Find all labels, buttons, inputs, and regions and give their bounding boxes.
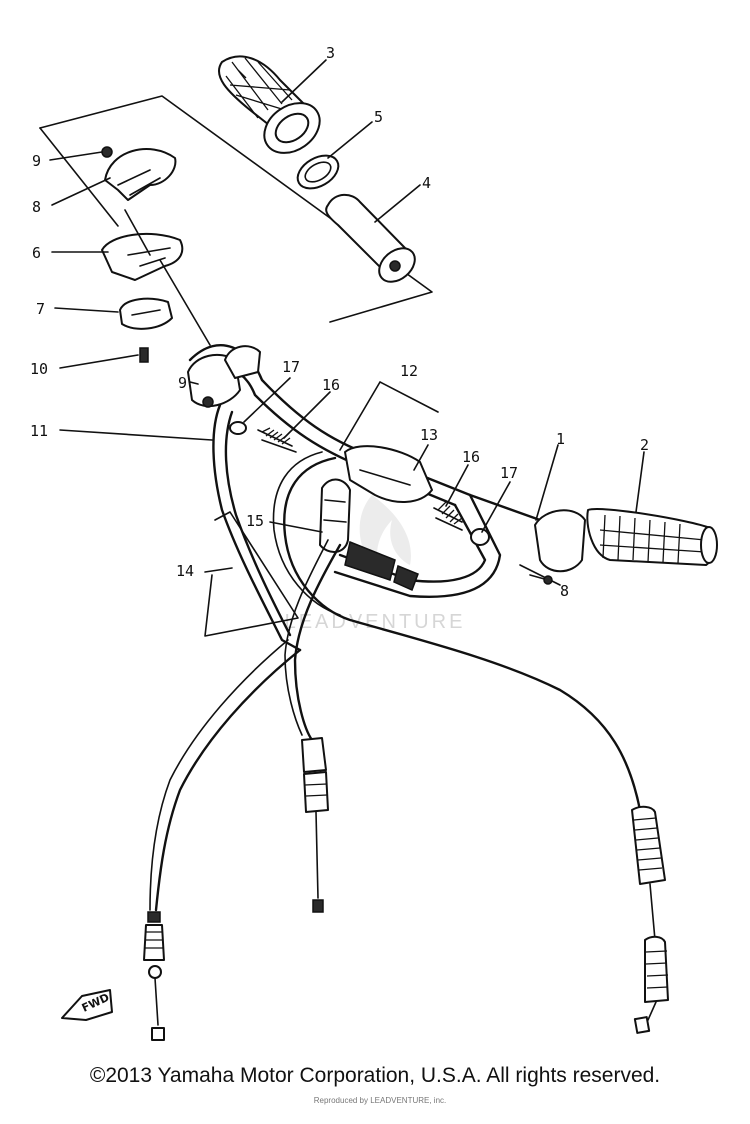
callout-3: 3 (326, 44, 335, 62)
callouts: 3 5 4 9 8 6 7 10 9 17 16 12 13 11 16 17 … (30, 44, 649, 600)
callout-16b: 16 (462, 448, 480, 466)
callout-9b: 9 (178, 374, 187, 392)
callout-16: 16 (322, 376, 340, 394)
fwd-arrow-icon: FWD (61, 989, 113, 1021)
callout-12: 12 (400, 362, 418, 380)
callout-17b: 17 (500, 464, 518, 482)
part-6-housing (101, 233, 184, 281)
part-2-grip (586, 508, 718, 566)
copyright-footer: ©2013 Yamaha Motor Corporation, U.S.A. A… (89, 1064, 661, 1087)
handlebar-cable-diagram: LEADVENTURE (30, 44, 718, 1041)
callout-17: 17 (282, 358, 300, 376)
callout-6: 6 (32, 244, 41, 262)
part-11-clutch-cable (143, 403, 302, 1041)
left-lever-bracket (187, 345, 261, 408)
part-9-screw (101, 146, 113, 158)
callout-7: 7 (36, 300, 45, 318)
callout-8b: 8 (560, 582, 569, 600)
part-14-throttle-cable (284, 539, 342, 913)
leader-lines (49, 59, 645, 573)
callout-13: 13 (420, 426, 438, 444)
callout-14: 14 (176, 562, 194, 580)
callout-8: 8 (32, 198, 41, 216)
reproduction-note: Reproduced by LEADVENTURE, inc. (313, 1096, 447, 1105)
part-15-junction (319, 478, 351, 553)
callout-10: 10 (30, 360, 48, 378)
watermark-text: LEADVENTURE (285, 611, 466, 633)
part-10-bolt (139, 347, 149, 363)
cable-adjusters (229, 421, 490, 546)
right-lever-bracket (519, 509, 586, 586)
group-box-cables (204, 511, 299, 637)
callout-9: 9 (32, 152, 41, 170)
part-13-cable-housing (344, 445, 433, 503)
callout-5: 5 (374, 108, 383, 126)
part-3-grip (217, 55, 321, 154)
callout-11: 11 (30, 422, 48, 440)
part-12-cable (272, 451, 669, 1034)
callout-4: 4 (422, 174, 431, 192)
part-4-throttle-tube (325, 193, 416, 283)
throttle-housing (101, 146, 211, 363)
callout-15: 15 (246, 512, 264, 530)
part-7-clamp (119, 297, 173, 330)
group-box-upper (39, 95, 433, 323)
part-5-ring (296, 154, 340, 190)
callout-2: 2 (640, 436, 649, 454)
callout-1: 1 (556, 430, 565, 448)
